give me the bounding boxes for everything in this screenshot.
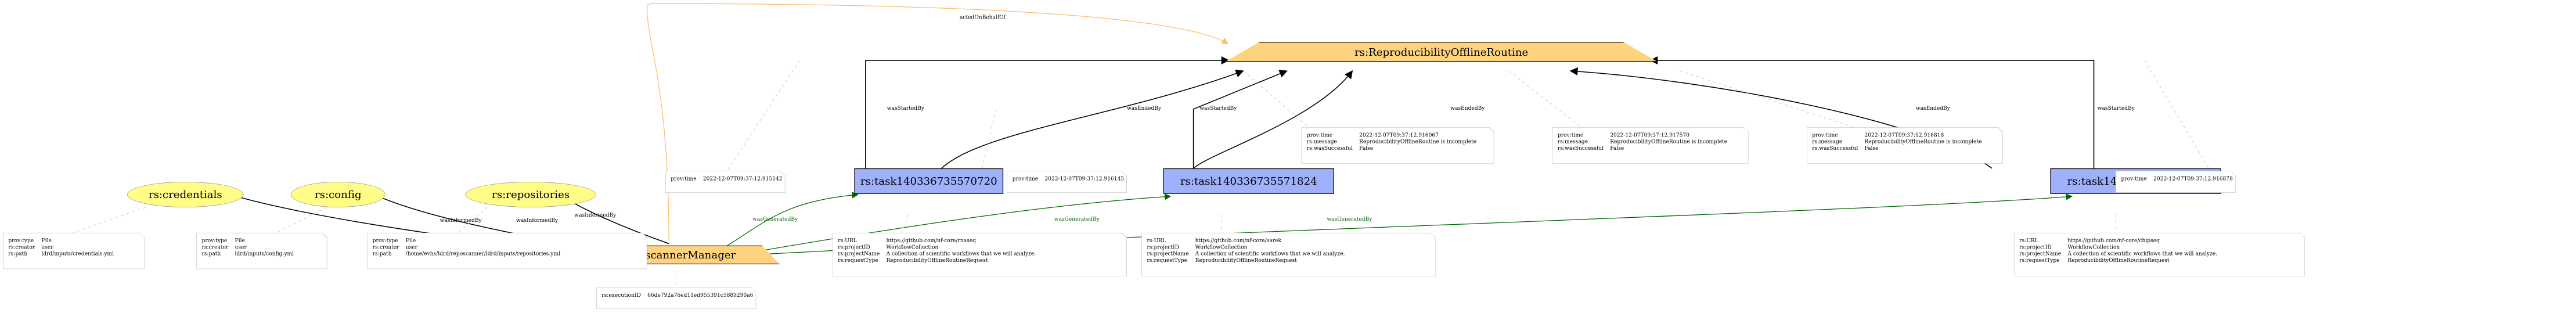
label-task2-ended: wasEndedBy (1450, 105, 1485, 112)
edge-generated-task2 (737, 193, 1172, 255)
link-start2 (981, 109, 997, 171)
task1-label: rs:task140336735570720 (860, 175, 997, 188)
link-config (276, 207, 327, 233)
label-generated-task3: wasGeneratedBy (1327, 216, 1372, 222)
label-generated-task2: wasGeneratedBy (1054, 216, 1100, 222)
edges-layer (73, 3, 2211, 287)
link-start3 (2144, 60, 2211, 171)
edge-generated-task1 (712, 192, 859, 255)
label-informed-repositories: wasInformedBy (574, 212, 617, 218)
credentials-label: rs:credentials (148, 188, 222, 201)
config-label: rs:config (314, 188, 362, 201)
task1-node[interactable]: rs:task140336735570720 (854, 168, 1004, 194)
link-repositories (457, 207, 488, 233)
link-credentials (73, 207, 146, 233)
label-task1-ended: wasEndedBy (1127, 105, 1162, 112)
label-task2-started: wasStartedBy (1199, 105, 1237, 112)
link-end1 (1243, 70, 1309, 128)
origin-dot-icon: ◦ (645, 3, 648, 8)
routine-node[interactable]: rs:ReproducibilityOfflineRoutine (1225, 42, 1658, 62)
edge-task3-started (1649, 56, 2095, 168)
link-end2 (1508, 70, 1581, 128)
config-node[interactable]: rs:config (290, 182, 386, 207)
label-task3-started: wasStartedBy (2097, 105, 2135, 112)
task2-node[interactable]: rs:task140336735571824 (1163, 168, 1334, 194)
repositories-label: rs:repositories (492, 188, 570, 201)
label-informed-credentials: wasInformedBy (439, 217, 482, 224)
task2-label: rs:task140336735571824 (1180, 175, 1317, 188)
repositories-node[interactable]: rs:repositories (465, 182, 596, 207)
label-informed-config: wasInformedBy (516, 217, 559, 224)
edge-acted-on-behalf-of (646, 3, 1229, 241)
link-start1 (726, 60, 800, 171)
routine-label: rs:ReproducibilityOfflineRoutine (1354, 45, 1529, 58)
edge-task2-started (1192, 70, 1288, 168)
label-generated-task1: wasGeneratedBy (752, 216, 798, 222)
edge-task1-ended (941, 69, 1244, 169)
label-task1-started: wasStartedBy (887, 105, 924, 112)
link-end3 (1679, 70, 1854, 128)
link-task1 (901, 214, 909, 233)
label-task3-ended: wasEndedBy (1915, 105, 1950, 112)
credentials-node[interactable]: rs:credentials (127, 182, 244, 207)
edge-task1-started (865, 56, 1230, 168)
label-acted-on-behalf-of: actedOnBehalfOf (960, 15, 1006, 21)
edge-task2-ended (1193, 70, 1353, 169)
